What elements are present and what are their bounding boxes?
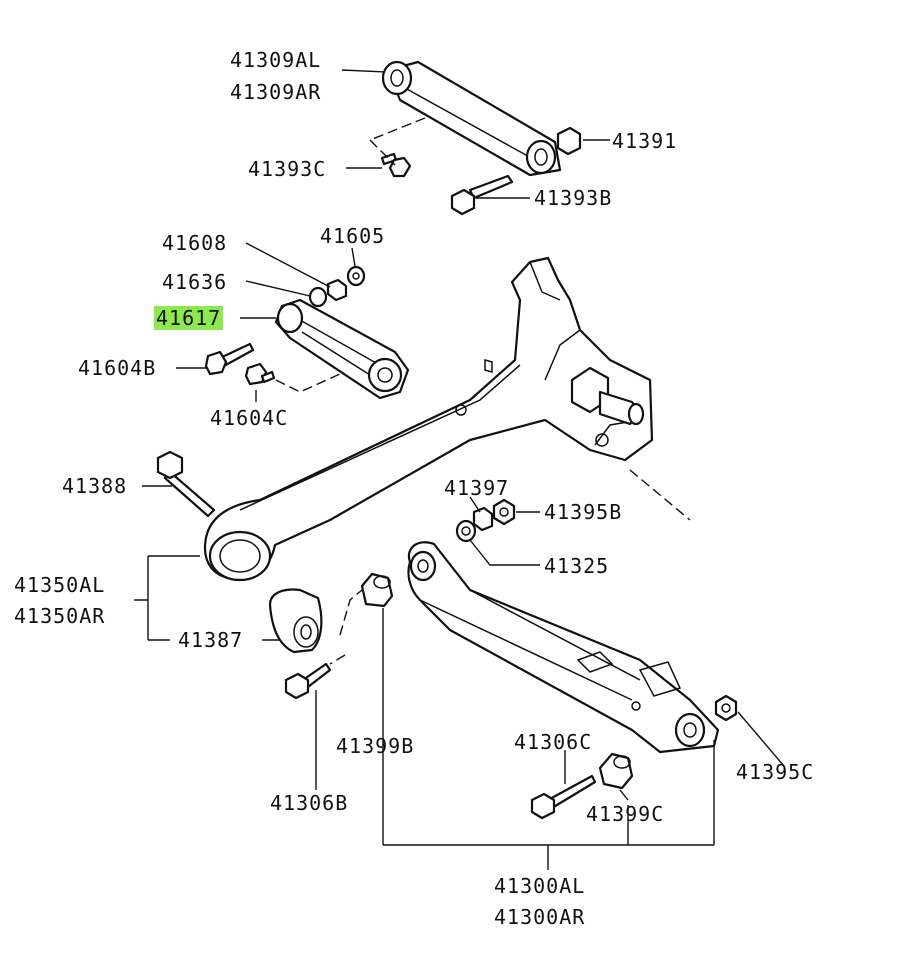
label-41309ar: 41309AR bbox=[230, 80, 322, 104]
label-41393b: 41393B bbox=[534, 186, 613, 210]
label-41350al: 41350AL bbox=[14, 573, 106, 597]
label-41325: 41325 bbox=[544, 554, 610, 578]
axis-line-hub bbox=[629, 469, 691, 521]
label-41604b: 41604B bbox=[78, 356, 157, 380]
label-41300al: 41300AL bbox=[494, 874, 586, 898]
label-41309al: 41309AL bbox=[230, 48, 322, 72]
upper-arm-41309 bbox=[381, 60, 562, 177]
label-41395b: 41395B bbox=[544, 500, 623, 524]
trailing-arm-41350 bbox=[203, 256, 654, 582]
bolt-41306c bbox=[530, 774, 597, 820]
label-41605: 41605 bbox=[320, 224, 386, 248]
assembly-line-41393c bbox=[369, 117, 426, 166]
label-41350ar: 41350AR bbox=[14, 604, 106, 628]
label-41636: 41636 bbox=[162, 270, 228, 294]
washer-41636 bbox=[308, 286, 328, 308]
bushing-41399b bbox=[360, 572, 394, 608]
bolt-41604b bbox=[204, 342, 255, 376]
bushing-41399c bbox=[598, 752, 634, 790]
leader-lines bbox=[134, 69, 785, 870]
label-41306c: 41306C bbox=[514, 730, 593, 754]
label-41387: 41387 bbox=[178, 628, 244, 652]
label-41399c: 41399C bbox=[586, 802, 665, 826]
label-41300ar: 41300AR bbox=[494, 905, 586, 929]
bolt-41306b bbox=[284, 662, 332, 700]
label-41391: 41391 bbox=[612, 129, 678, 153]
nut-41397 bbox=[472, 506, 494, 532]
label-41306b: 41306B bbox=[270, 791, 349, 815]
lower-arm-41300 bbox=[407, 541, 720, 754]
label-41604c: 41604C bbox=[210, 406, 289, 430]
label-41399b: 41399B bbox=[336, 734, 415, 758]
nut-41391 bbox=[556, 126, 582, 156]
bolt-41393b bbox=[450, 174, 514, 216]
washer-41325 bbox=[455, 519, 477, 543]
assembly-line-41604c bbox=[275, 373, 341, 393]
bolt-41393c bbox=[380, 152, 412, 178]
bolt-41604c bbox=[244, 362, 276, 386]
nut-41608 bbox=[326, 278, 348, 302]
lateral-rod-41617 bbox=[274, 298, 410, 400]
assembly-line-41387 bbox=[329, 589, 363, 665]
nut-41395c bbox=[714, 694, 738, 722]
label-41393c: 41393C bbox=[248, 157, 327, 181]
label-41617-highlighted: 41617 bbox=[154, 306, 224, 330]
label-41395c: 41395C bbox=[736, 760, 815, 784]
hub-spindle bbox=[570, 366, 645, 426]
bolt-41388 bbox=[156, 450, 216, 518]
label-41388: 41388 bbox=[62, 474, 128, 498]
bushing-41387 bbox=[268, 588, 323, 654]
nut-41395b bbox=[492, 498, 516, 526]
label-41608: 41608 bbox=[162, 231, 228, 255]
label-41397: 41397 bbox=[444, 476, 510, 500]
washer-41605 bbox=[346, 265, 366, 287]
